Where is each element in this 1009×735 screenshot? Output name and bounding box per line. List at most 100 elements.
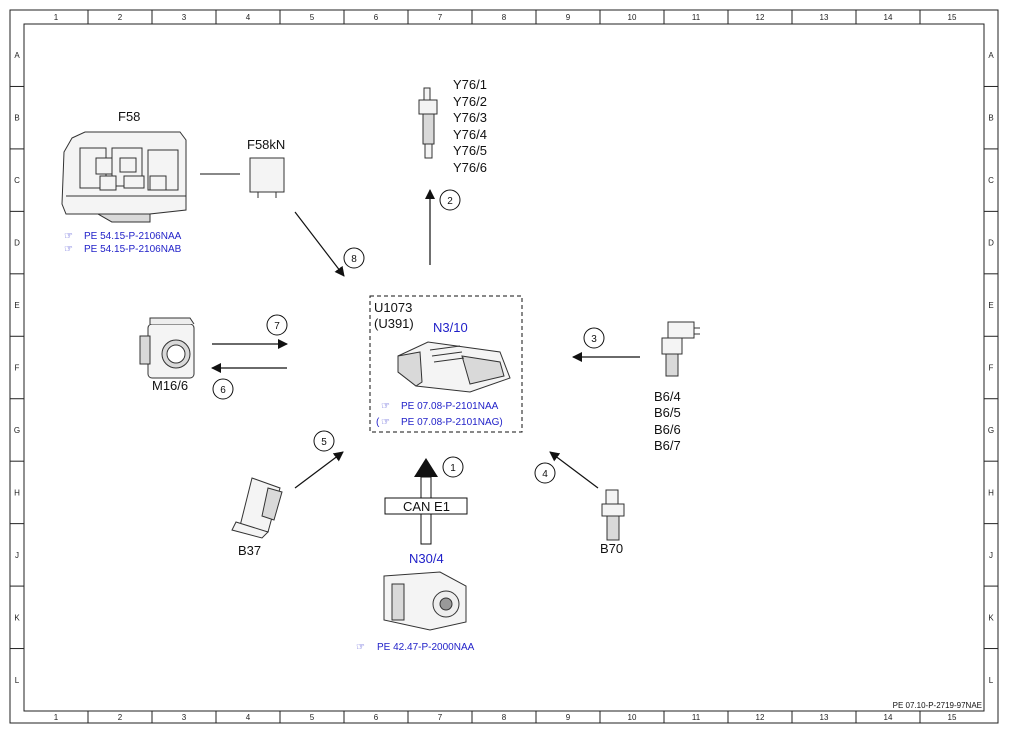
can-bus-arrow (414, 458, 438, 477)
grid-label: 7 (438, 13, 443, 22)
footer-code: PE 07.10-P-2719-97NAE (893, 701, 982, 710)
label-b6-7: B6/7 (654, 438, 681, 453)
label-b6-4: B6/4 (654, 389, 681, 404)
grid-label: E (14, 301, 19, 310)
grid-label: L (989, 676, 994, 685)
grid-label: 8 (502, 13, 507, 22)
label-y76-5: Y76/5 (453, 143, 487, 158)
badge-6: 6 (220, 385, 226, 396)
grid-label: C (14, 176, 20, 185)
grid-label: 1 (54, 13, 59, 22)
arrow-number-badges: 1 2 3 4 5 6 7 8 (212, 189, 605, 484)
badge-circle-4 (534, 462, 556, 484)
grid-label: G (14, 426, 20, 435)
grid-label: K (14, 613, 20, 622)
label-m166: M16/6 (152, 378, 188, 393)
grid-label: 3 (182, 13, 187, 22)
grid-label: 9 (566, 13, 571, 22)
ref-f58-1[interactable]: PE 54.15-P-2106NAA (84, 231, 182, 242)
label-b37: B37 (238, 543, 261, 558)
grid-label: 5 (310, 713, 315, 722)
relay-pins (257, 192, 277, 198)
grid-label: 9 (566, 713, 571, 722)
grid-label: 12 (756, 13, 765, 22)
ref-n310-2[interactable]: PE 07.08-P-2101NAG) (401, 417, 503, 428)
ref-n304[interactable]: PE 42.47-P-2000NAA (377, 642, 475, 653)
badge-circle-7 (266, 314, 288, 336)
label-y76-3: Y76/3 (453, 110, 487, 125)
grid-label: J (989, 551, 993, 560)
control-unit-icon (397, 341, 511, 393)
grid-label: 15 (948, 13, 957, 22)
grid-label: D (14, 239, 20, 248)
badge-7: 7 (274, 321, 280, 332)
badge-3: 3 (591, 334, 597, 345)
can-bus-stem-lower (420, 513, 432, 545)
inner-frame (23, 23, 985, 712)
grid-label: H (14, 488, 20, 497)
camshaft-sensor-icon (661, 321, 700, 377)
label-f58kn: F58kN (247, 137, 285, 152)
esp-control-unit-icon (383, 571, 467, 631)
label-b6-5: B6/5 (654, 405, 681, 420)
badge-2: 2 (447, 196, 453, 207)
ref-n310-1[interactable]: PE 07.08-P-2101NAA (401, 401, 499, 412)
ref-f58-hand-icon-2: ☞ (64, 244, 73, 255)
label-y76-6: Y76/6 (453, 160, 487, 175)
badge-circle-8 (343, 247, 365, 269)
can-bus-stem (420, 476, 432, 499)
grid-label: H (988, 488, 994, 497)
grid-label: F (15, 364, 20, 373)
grid-label: 4 (246, 713, 251, 722)
grid-label: 11 (692, 13, 701, 22)
label-f58: F58 (118, 109, 140, 124)
grid-label: 10 (628, 713, 637, 722)
label-b6-6: B6/6 (654, 422, 681, 437)
badge-circle-1 (442, 456, 464, 478)
grid-label: C (988, 176, 994, 185)
grid-label: 14 (884, 713, 893, 722)
grid-label: B (14, 114, 19, 123)
grid-label: 2 (118, 13, 123, 22)
grid-label: 6 (374, 13, 379, 22)
grid-label: 7 (438, 713, 443, 722)
grid-label: A (14, 51, 20, 60)
relay-icon (249, 157, 285, 193)
outer-frame (9, 9, 999, 724)
badge-1: 1 (450, 463, 456, 474)
grid-labels: 1122334455667788991010111112121313141415… (14, 13, 994, 722)
grid-label: E (988, 301, 993, 310)
badge-circle-3 (583, 327, 605, 349)
grid-label: B (988, 114, 993, 123)
grid-label: 12 (756, 713, 765, 722)
grid-label: 8 (502, 713, 507, 722)
grid-ticks (10, 10, 998, 723)
arrow-line-8 (294, 211, 345, 277)
grid-label: K (988, 613, 994, 622)
injector-icon (418, 87, 438, 159)
grid-label: L (15, 676, 20, 685)
arrow-line-5 (294, 451, 344, 489)
grid-label: D (988, 239, 994, 248)
label-y76-1: Y76/1 (453, 77, 487, 92)
ref-n304-hand-icon: ☞ (356, 642, 365, 653)
grid-label: 14 (884, 13, 893, 22)
grid-label: 6 (374, 713, 379, 722)
control-unit-boundary (369, 295, 523, 433)
label-u391: (U391) (374, 316, 414, 331)
grid-label: 3 (182, 713, 187, 722)
badge-circle-5 (313, 430, 335, 452)
ref-f58-hand-icon-1: ☞ (64, 231, 73, 242)
ref-n310-hand-icon-2: ☞ (381, 417, 390, 428)
badge-8: 8 (351, 254, 357, 265)
crankshaft-sensor-icon (601, 489, 625, 541)
badge-circle-2 (439, 189, 461, 211)
grid-label: J (15, 551, 19, 560)
label-y76-2: Y76/2 (453, 94, 487, 109)
ref-n310-paren: ( (376, 417, 380, 428)
label-u1073: U1073 (374, 300, 412, 315)
label-y76-4: Y76/4 (453, 127, 487, 142)
grid-label: 4 (246, 13, 251, 22)
ref-f58-2[interactable]: PE 54.15-P-2106NAB (84, 244, 182, 255)
